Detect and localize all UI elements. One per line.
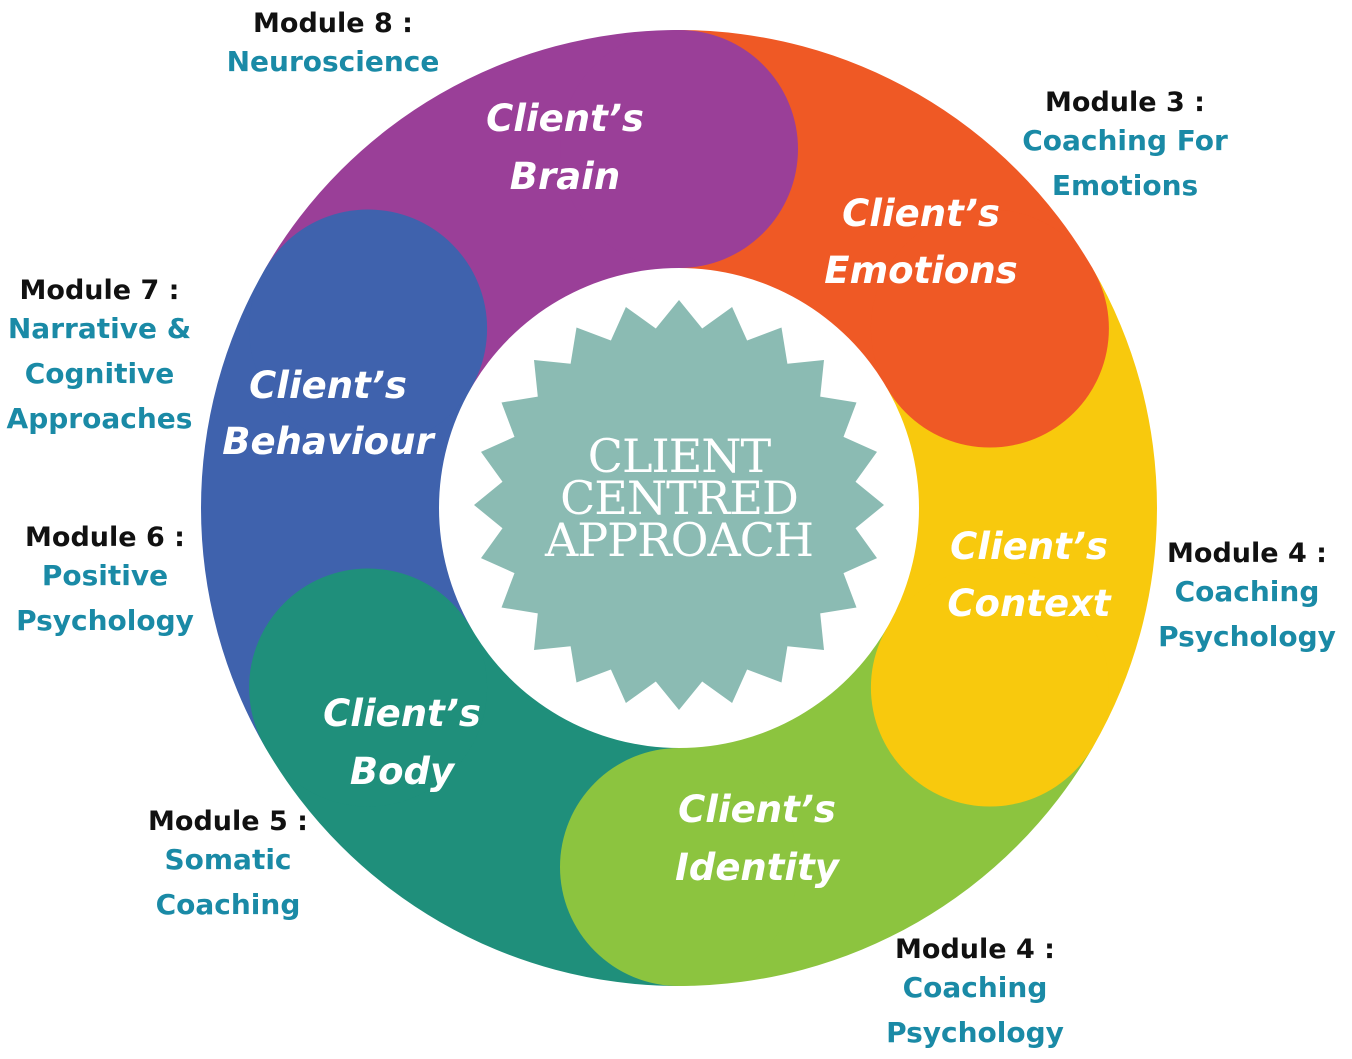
module-3-heading: Module 3 : bbox=[1045, 87, 1205, 118]
module-7-heading: Module 7 : bbox=[19, 275, 180, 306]
module-6-topic: Positive Psychology bbox=[10, 553, 200, 643]
segment-label-context: Client’s Context bbox=[947, 525, 1112, 625]
module-5-topic-line-2: Coaching bbox=[155, 888, 301, 921]
module-8-topic-line-1: Neuroscience bbox=[226, 45, 440, 78]
segment-brain-line-2: Brain bbox=[510, 155, 620, 198]
segment-cap-emotions bbox=[870, 209, 1109, 448]
segment-identity-line-1: Client’s bbox=[678, 788, 836, 831]
module-6-topic-line-2: Psychology bbox=[16, 604, 194, 637]
module-8-topic: Neuroscience bbox=[218, 39, 448, 84]
center-line-3: APPROACH bbox=[544, 513, 813, 567]
segment-caps bbox=[249, 30, 1109, 986]
segment-ring bbox=[200, 30, 1157, 986]
module-4a-heading: Module 4 : bbox=[1167, 538, 1327, 569]
segment-label-behaviour: Client’s Behaviour bbox=[222, 364, 436, 463]
segment-labels: Client’s Brain Client’s Emotions Client’… bbox=[222, 97, 1112, 889]
module-7-topic-line-2: Cognitive bbox=[24, 357, 175, 390]
module-4b-topic: Coaching Psychology bbox=[875, 965, 1075, 1055]
module-6-label: Module 6 : Positive Psychology bbox=[10, 522, 200, 643]
module-3-topic-line-1: Coaching For bbox=[1022, 124, 1228, 157]
module-8-heading: Module 8 : bbox=[253, 8, 413, 39]
module-7-topic-line-3: Approaches bbox=[6, 402, 193, 435]
segment-label-brain: Client’s Brain bbox=[486, 97, 644, 198]
segment-cap-behaviour bbox=[249, 209, 488, 448]
segment-context-line-2: Context bbox=[947, 582, 1112, 625]
segment-emotions-line-2: Emotions bbox=[824, 249, 1017, 292]
segment-behaviour-line-2: Behaviour bbox=[222, 420, 436, 463]
segment-cap-context bbox=[870, 568, 1109, 807]
module-7-topic: Narrative & Cognitive Approaches bbox=[2, 306, 197, 441]
segment-cap-identity bbox=[560, 748, 798, 986]
module-7-label: Module 7 : Narrative & Cognitive Approac… bbox=[2, 275, 197, 441]
module-5-topic: Somatic Coaching bbox=[128, 837, 328, 927]
segment-body-line-2: Body bbox=[350, 750, 456, 793]
module-7-topic-line-1: Narrative & bbox=[7, 312, 192, 345]
segment-label-body: Client’s Body bbox=[323, 692, 481, 793]
segment-brain-line-1: Client’s bbox=[486, 97, 644, 140]
module-8-label: Module 8 : Neuroscience bbox=[218, 8, 448, 84]
module-4b-heading: Module 4 : bbox=[895, 934, 1055, 965]
module-5-heading: Module 5 : bbox=[148, 806, 308, 837]
module-4b-label: Module 4 : Coaching Psychology bbox=[875, 934, 1075, 1055]
segment-cap-brain bbox=[560, 30, 798, 268]
module-4a-topic: Coaching Psychology bbox=[1148, 569, 1346, 659]
segment-behaviour-line-1: Client’s bbox=[249, 364, 407, 407]
center-line-2: CENTRED bbox=[560, 471, 798, 525]
segment-emotions-line-1: Client’s bbox=[842, 192, 1000, 235]
segment-context-line-1: Client’s bbox=[950, 525, 1108, 568]
module-4a-label: Module 4 : Coaching Psychology bbox=[1148, 538, 1346, 659]
module-3-topic: Coaching For Emotions bbox=[1005, 118, 1245, 208]
module-4a-topic-line-2: Psychology bbox=[1158, 620, 1336, 653]
module-6-heading: Module 6 : bbox=[25, 522, 185, 553]
module-4a-topic-line-1: Coaching bbox=[1174, 575, 1320, 608]
segment-identity-line-2: Identity bbox=[675, 846, 841, 889]
segment-label-emotions: Client’s Emotions bbox=[824, 192, 1017, 292]
module-3-label: Module 3 : Coaching For Emotions bbox=[1005, 87, 1245, 208]
module-3-topic-line-2: Emotions bbox=[1051, 169, 1199, 202]
module-5-topic-line-1: Somatic bbox=[164, 843, 292, 876]
module-6-topic-line-1: Positive bbox=[41, 559, 169, 592]
center-line-1: CLIENT bbox=[588, 429, 772, 483]
module-4b-topic-line-2: Psychology bbox=[886, 1016, 1064, 1049]
module-4b-topic-line-1: Coaching bbox=[902, 971, 1048, 1004]
center-title: CLIENT CENTRED APPROACH bbox=[544, 429, 814, 567]
center-badge bbox=[474, 300, 884, 710]
module-5-label: Module 5 : Somatic Coaching bbox=[128, 806, 328, 927]
segment-cap-body bbox=[249, 568, 488, 807]
segment-label-identity: Client’s Identity bbox=[675, 788, 841, 889]
segment-body-line-1: Client’s bbox=[323, 692, 481, 735]
